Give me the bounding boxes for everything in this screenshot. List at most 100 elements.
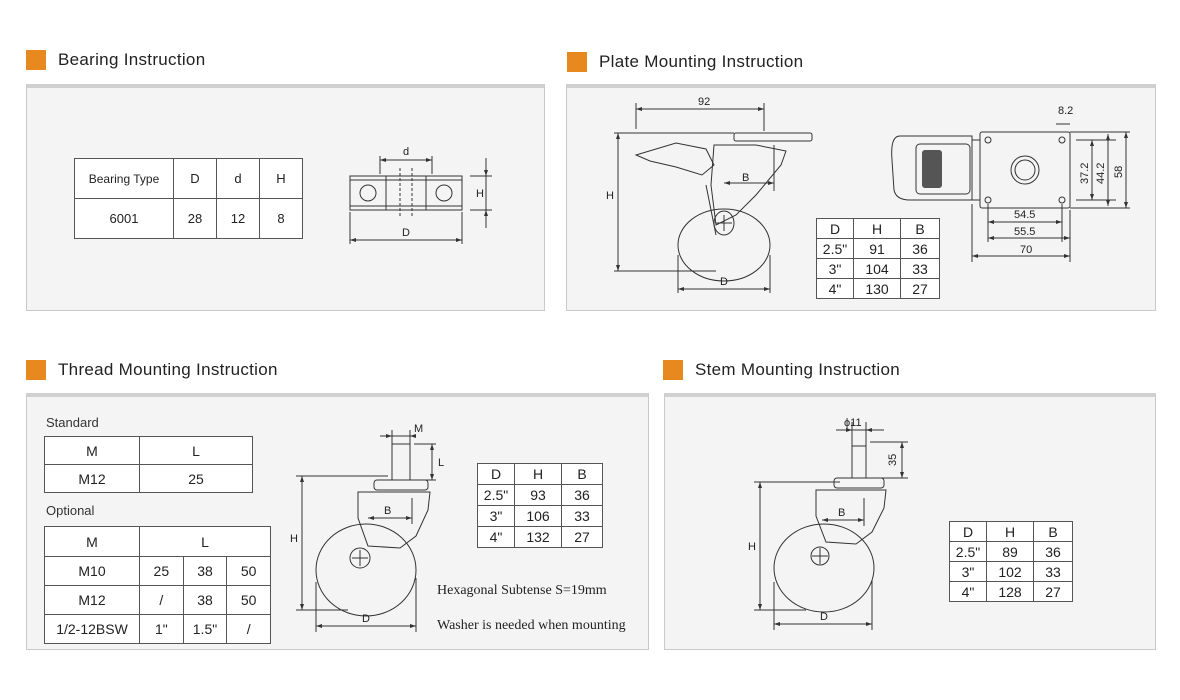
optional-cell: 1.5" — [182, 614, 228, 644]
stem-cell: 102 — [986, 561, 1034, 582]
standard-header-cell: M — [44, 436, 140, 465]
plate-dim-58: 58 — [1113, 166, 1125, 178]
standard-table: M L M12 25 — [44, 436, 253, 493]
plate-dim-92: 92 — [698, 96, 710, 108]
section-marker-icon — [567, 52, 587, 72]
stem-cell: 36 — [1033, 541, 1073, 562]
plate-cell: 91 — [853, 238, 901, 259]
standard-header-cell: L — [139, 436, 253, 465]
stem-label-phi: ϕ11 — [844, 417, 862, 429]
thread-title: Thread Mounting Instruction — [58, 360, 278, 379]
thread-cell: 3" — [477, 505, 515, 527]
optional-cell: 1" — [139, 614, 184, 644]
standard-cell: 25 — [139, 464, 253, 493]
optional-cell: M12 — [44, 585, 140, 615]
stem-label-h: H — [748, 541, 756, 553]
plate-cell: 130 — [853, 278, 901, 299]
standard-label: Standard — [46, 415, 99, 430]
plate-dim-37-2: 37.2 — [1079, 163, 1091, 184]
bearing-title: Bearing Instruction — [58, 50, 206, 69]
stem-label-b: B — [838, 507, 845, 519]
plate-dim-8-2: 8.2 — [1058, 105, 1073, 117]
stem-cell: 33 — [1033, 561, 1073, 582]
stem-title: Stem Mounting Instruction — [695, 360, 900, 379]
thread-cell: 4" — [477, 526, 515, 548]
plate-cell: 27 — [900, 278, 940, 299]
optional-cell: / — [139, 585, 184, 615]
bearing-label-h: H — [476, 188, 484, 200]
stem-cell: 89 — [986, 541, 1034, 562]
bearing-cell: 8 — [259, 198, 303, 239]
thread-label-m: M — [414, 423, 423, 435]
thread-table: D H B 2.5" 93 36 3" 106 33 4" 132 27 — [477, 463, 603, 548]
optional-cell: 50 — [226, 556, 271, 586]
thread-header-cell: H — [514, 463, 562, 485]
optional-cell: 38 — [182, 585, 228, 615]
stem-header-cell: B — [1033, 521, 1073, 542]
thread-label-b: B — [384, 505, 391, 517]
plate-dim-44-2: 44.2 — [1095, 163, 1107, 184]
bearing-cell: 12 — [216, 198, 260, 239]
thread-label-h: H — [290, 533, 298, 545]
hexagonal-note: Hexagonal Subtense S=19mm — [437, 583, 607, 598]
plate-header-cell: D — [816, 218, 854, 239]
optional-header-cell: M — [44, 526, 140, 557]
thread-label-d: D — [362, 613, 370, 625]
stem-table: D H B 2.5" 89 36 3" 102 33 4" 128 27 — [949, 521, 1073, 602]
thread-label-l: L — [438, 457, 444, 469]
stem-cell: 128 — [986, 581, 1034, 602]
plate-header-cell: B — [900, 218, 940, 239]
stem-caster-diagram: ϕ11 35 B H D — [748, 417, 908, 630]
plate-dim-54-5: 54.5 — [1014, 209, 1035, 221]
stem-label-35: 35 — [887, 454, 899, 466]
optional-cell: 38 — [182, 556, 228, 586]
plate-dim-55-5: 55.5 — [1014, 226, 1035, 238]
thread-header-cell: D — [477, 463, 515, 485]
thread-header-cell: B — [561, 463, 603, 485]
stem-cell: 4" — [949, 581, 987, 602]
plate-cell: 4" — [816, 278, 854, 299]
plate-cell: 36 — [900, 238, 940, 259]
bearing-header-cell: d — [216, 158, 260, 199]
thread-cell: 132 — [514, 526, 562, 548]
thread-cell: 93 — [514, 484, 562, 506]
plate-dim-70: 70 — [1020, 244, 1032, 256]
optional-cell: / — [226, 614, 271, 644]
plate-cell: 2.5" — [816, 238, 854, 259]
plate-title: Plate Mounting Instruction — [599, 52, 804, 71]
section-marker-icon — [663, 360, 683, 380]
thread-caster-diagram: M L B H D — [290, 423, 444, 632]
plate-cell: 104 — [853, 258, 901, 279]
thread-cell: 27 — [561, 526, 603, 548]
bearing-label-d: d — [403, 146, 409, 158]
bearing-cell: 28 — [173, 198, 217, 239]
optional-header-cell: L — [139, 526, 271, 557]
stem-header-cell: D — [949, 521, 987, 542]
stem-cell: 27 — [1033, 581, 1073, 602]
bearing-label-d-outer: D — [402, 227, 410, 239]
bearing-header: Bearing Instruction — [26, 50, 205, 70]
plate-label-d: D — [720, 276, 728, 288]
optional-cell: 25 — [139, 556, 184, 586]
plate-top-view: 8.2 37.2 44.2 58 54.5 55.5 70 — [891, 105, 1130, 262]
thread-cell: 106 — [514, 505, 562, 527]
plate-label-b: B — [742, 172, 749, 184]
bearing-header-cell: Bearing Type — [74, 158, 174, 199]
thread-header: Thread Mounting Instruction — [26, 360, 278, 380]
stem-header: Stem Mounting Instruction — [663, 360, 900, 380]
stem-cell: 2.5" — [949, 541, 987, 562]
bearing-cross-section-diagram: d H D — [349, 146, 492, 244]
section-marker-icon — [26, 50, 46, 70]
stem-cell: 3" — [949, 561, 987, 582]
stem-label-d: D — [820, 611, 828, 623]
bearing-table: Bearing Type D d H 6001 28 12 8 — [74, 158, 303, 239]
section-marker-icon — [26, 360, 46, 380]
bearing-cell: 6001 — [74, 198, 174, 239]
washer-note: Washer is needed when mounting — [437, 618, 626, 633]
plate-cell: 33 — [900, 258, 940, 279]
thread-cell: 36 — [561, 484, 603, 506]
plate-label-h: H — [606, 190, 614, 202]
plate-table: D H B 2.5" 91 36 3" 104 33 4" 130 27 — [816, 218, 940, 299]
optional-label: Optional — [46, 503, 95, 518]
plate-header: Plate Mounting Instruction — [567, 52, 803, 72]
